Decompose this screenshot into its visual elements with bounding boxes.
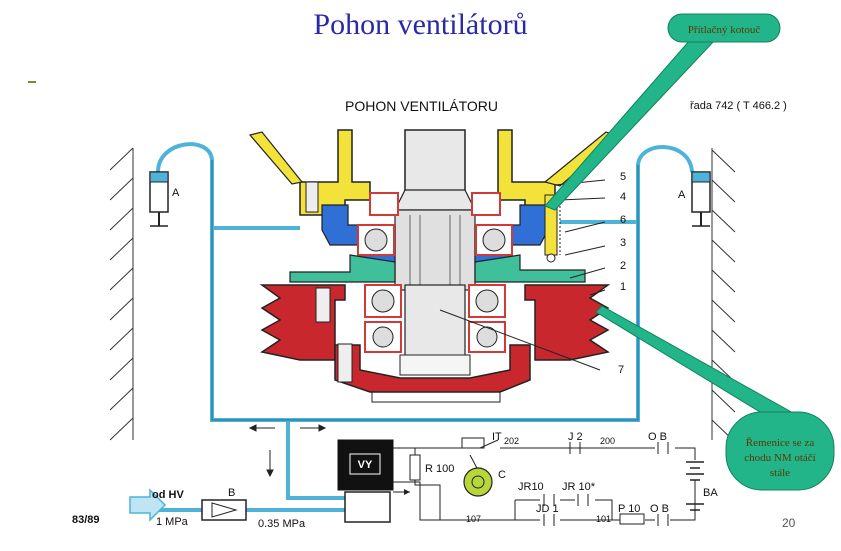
part-number-7: 7 (618, 364, 624, 376)
cylinder-right (691, 171, 711, 227)
callout-pressure-disc (544, 13, 781, 211)
jr10-label: JR10 (518, 481, 544, 493)
ob-top-label: O B (648, 431, 667, 443)
source-label: od HV (152, 489, 184, 501)
reducing-valve (201, 499, 247, 521)
callout-pressure-disc-text: Přítlačný kotouč (688, 24, 761, 36)
pressure-in-label: 1 MPa (156, 516, 189, 528)
part-number-6: 6 (620, 214, 626, 226)
wire-200-label: 200 (600, 436, 615, 446)
airflow-arrows (248, 424, 327, 478)
indicator-lamp (463, 467, 493, 497)
fuse-label: P 10 (618, 503, 640, 515)
resistor (409, 454, 421, 481)
switch-it (461, 437, 499, 449)
resistor-label: R 100 (425, 463, 454, 475)
part-number-5: 5 (620, 171, 626, 183)
part-number-3: 3 (620, 237, 626, 249)
lamp-label: C (498, 469, 506, 481)
magnet-valve (337, 439, 410, 523)
circuit-wiring (393, 447, 696, 521)
part-number-4: 4 (620, 191, 626, 203)
battery-label: BA (703, 487, 718, 499)
left-wall-hatching (109, 147, 134, 441)
air-source-arrow (129, 488, 167, 522)
wire-107-label: 107 (466, 514, 481, 524)
page-number: 20 (782, 516, 796, 530)
switch-label: IT (492, 431, 502, 443)
ob-bottom-label: O B (650, 503, 669, 515)
pressure-out-label: 0.35 MPa (258, 518, 306, 530)
cylinder-right-label: A (678, 189, 686, 201)
callout-pulley-line3: stále (770, 467, 790, 479)
right-wall-hatching (711, 148, 736, 443)
doc-code: 83/89 (72, 514, 100, 526)
relay-j2-label: J 2 (568, 431, 583, 443)
part-number-1: 1 (620, 281, 626, 293)
fuse (619, 513, 645, 525)
fan-drive-assembly (248, 129, 620, 403)
callout-pulley (595, 305, 835, 491)
slide-title: Pohon ventilátorů (313, 8, 528, 41)
drawing-heading: POHON VENTILÁTORU (345, 98, 498, 114)
callout-pulley-line2: chodu NM otáčí (744, 452, 815, 464)
wire-101-label: 101 (596, 514, 611, 524)
battery (686, 461, 704, 511)
magnet-label: VY (358, 459, 373, 471)
part-number-2: 2 (620, 260, 626, 272)
valve-label: B (228, 487, 235, 499)
cylinder-left (149, 171, 169, 227)
jr10-star-label: JR 10* (562, 481, 596, 493)
wire-202-label: 202 (504, 436, 519, 446)
jd1-label: JD 1 (536, 503, 559, 515)
callout-pulley-line1: Řemenice se za (746, 437, 815, 449)
series-label: řada 742 ( T 466.2 ) (690, 100, 787, 112)
cylinder-left-label: A (172, 187, 180, 199)
